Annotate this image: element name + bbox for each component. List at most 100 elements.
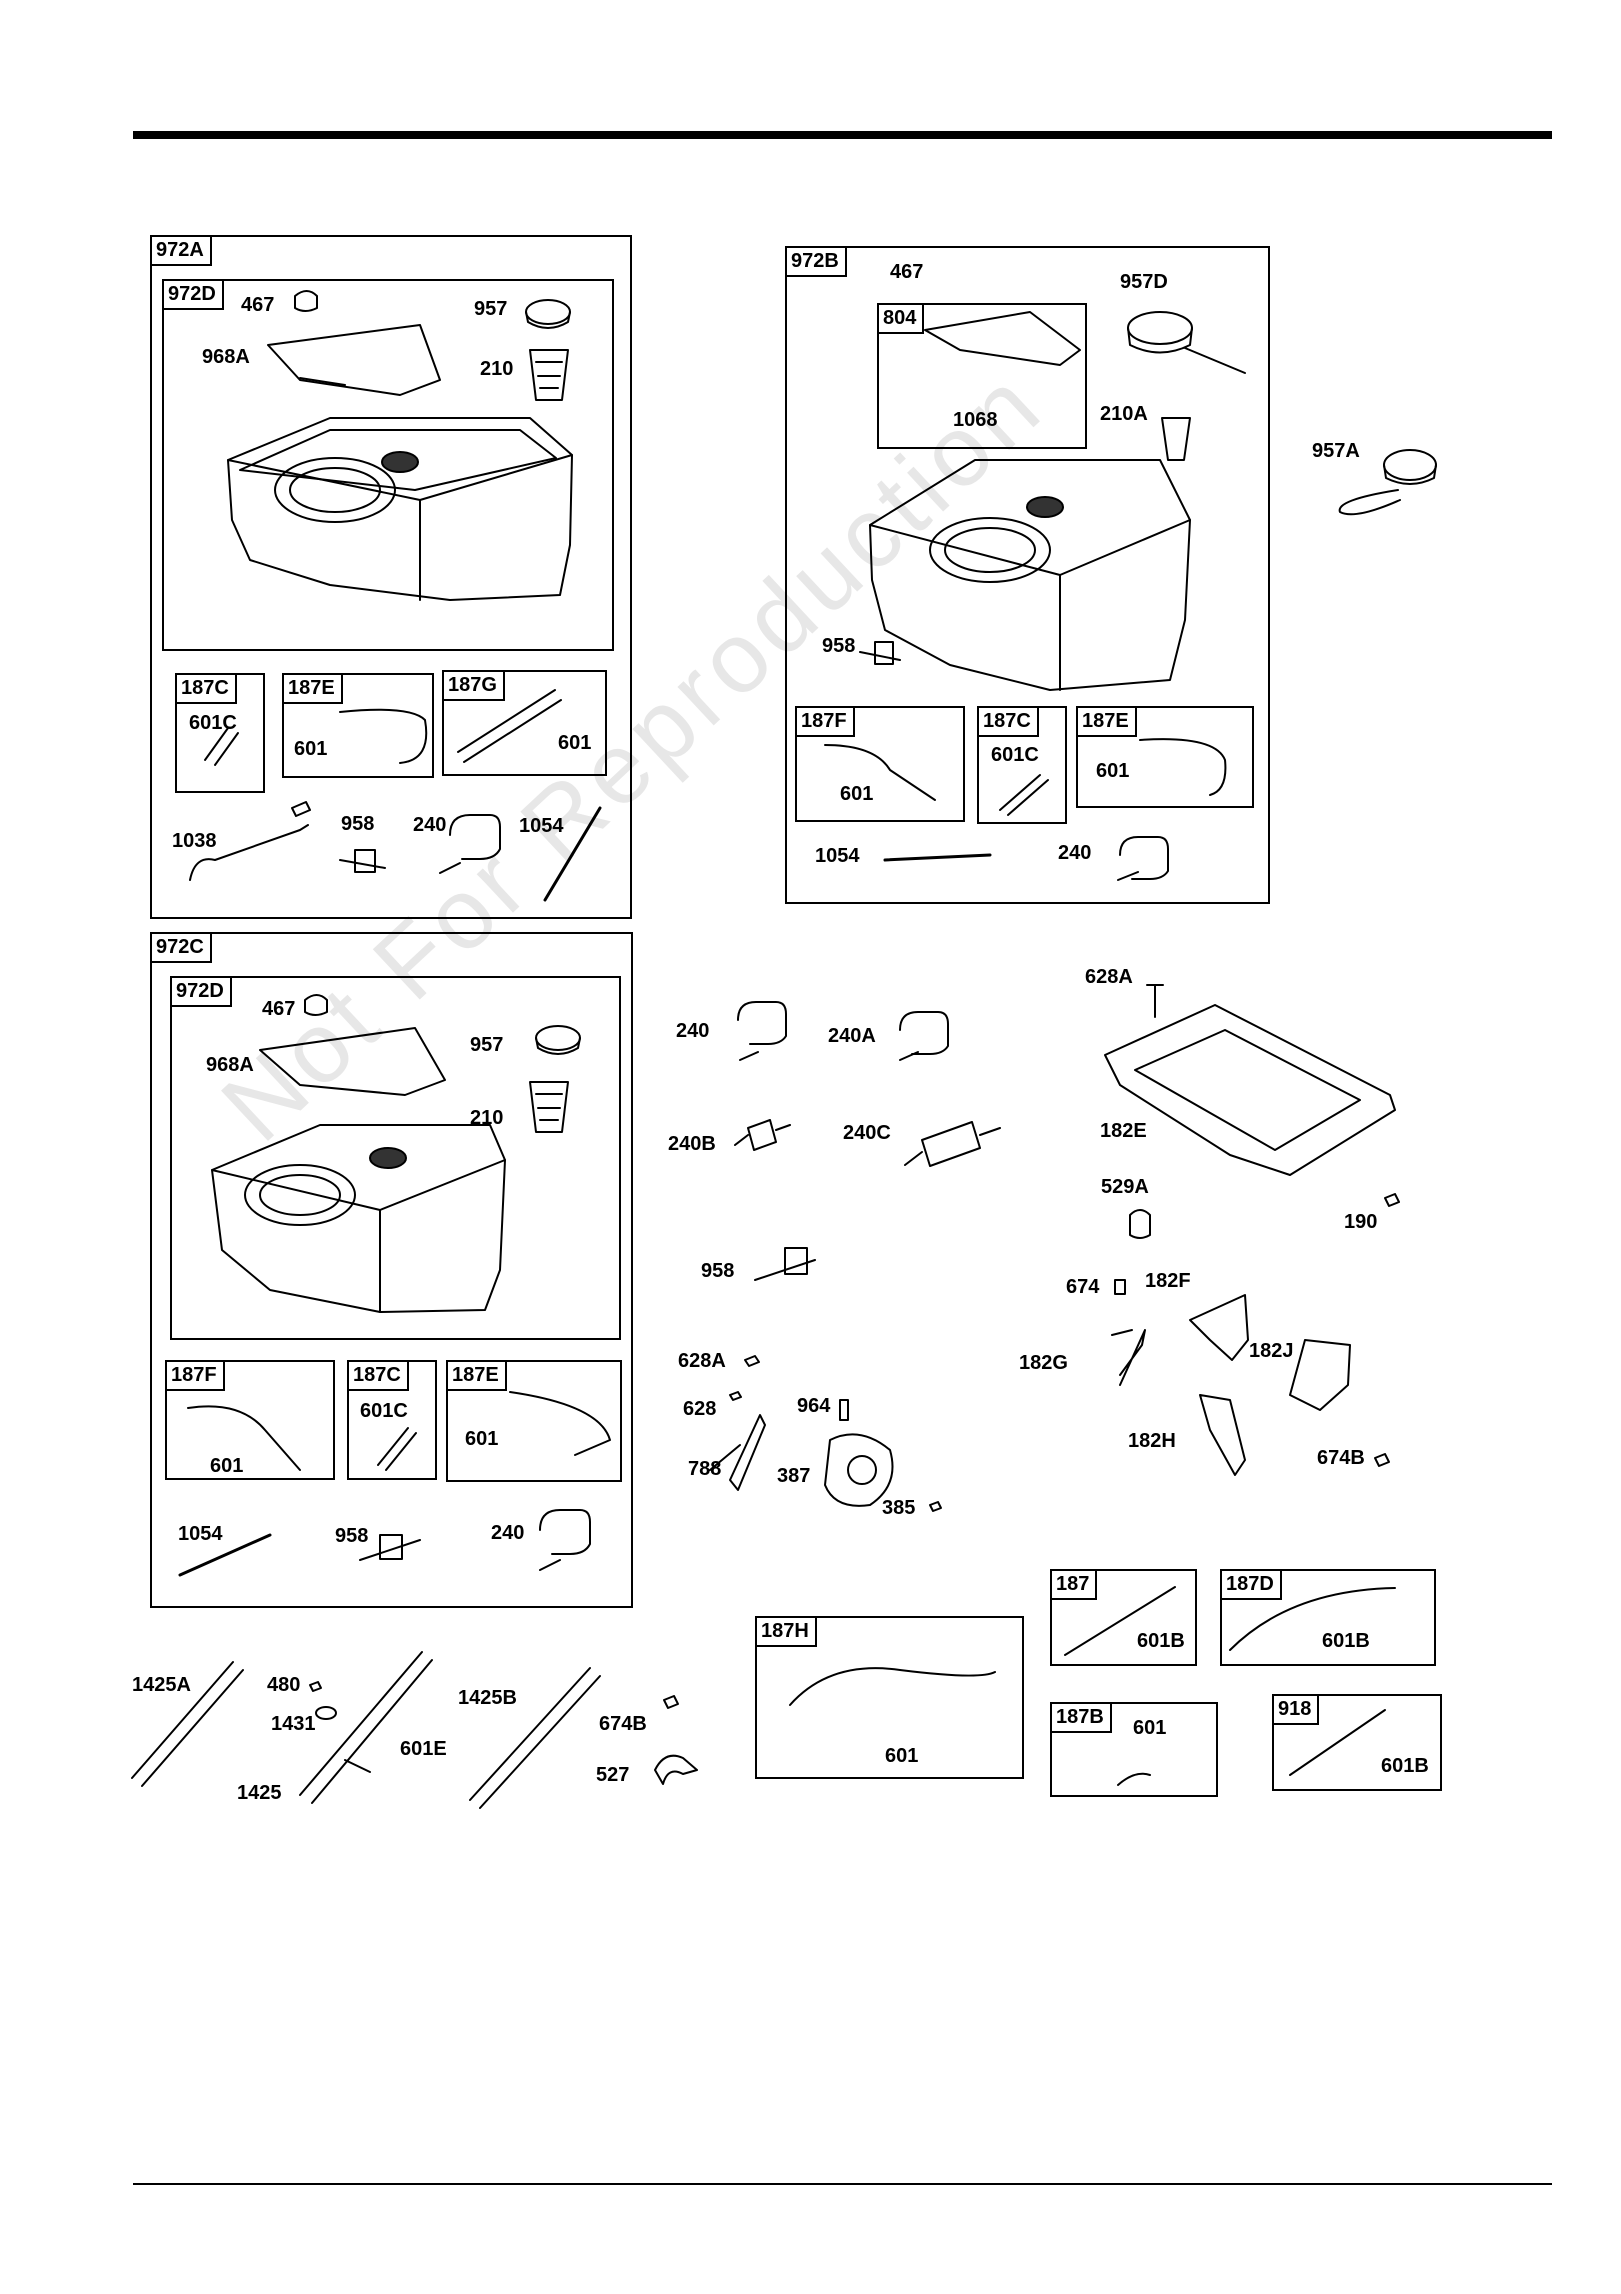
part-label: 957D [1120,271,1168,293]
part-label: 240 [413,814,447,836]
fuel-tank-icon [211,1124,506,1313]
box-972B: 972B [785,246,1270,904]
box-tag: 187E [1078,708,1137,737]
fuel-line-elbow-icon [439,814,501,874]
part-label: 182G [1019,1352,1068,1374]
part-label: 182H [1128,1430,1176,1452]
fuel-cap-icon [1338,449,1437,516]
footer-rule [133,2183,1552,2185]
box-187C-b: 187C [977,706,1067,824]
cable-tie-icon [178,1533,272,1577]
screw-icon [744,1355,760,1367]
part-label: 601C [360,1400,408,1422]
part-label: 964 [797,1395,831,1417]
part-label: 957A [1312,440,1360,462]
vent-tube-icon [839,1399,849,1421]
fuel-cap-icon [1127,311,1246,374]
part-label: 601 [840,783,874,805]
part-label: 601E [400,1738,447,1760]
box-tag: 187C [349,1362,409,1391]
fuel-valve-icon [859,641,901,665]
fuel-tube-icon [469,1667,601,1809]
box-804: 804 [877,303,1087,449]
tank-cover-icon [267,324,441,396]
part-label: 674B [1317,1447,1365,1469]
part-label: 1425 [237,1782,282,1804]
fuel-hose-icon [789,1667,996,1706]
part-label: 240 [676,1020,710,1042]
fuel-line-elbow-icon [899,1011,949,1061]
part-label: 387 [777,1465,811,1487]
box-187E-b: 187E [1076,706,1254,808]
grommet-icon [294,290,318,312]
tank-cover-icon [259,1027,446,1096]
box-187E-a: 187E [282,673,434,778]
part-label: 601C [991,744,1039,766]
fuel-valve-icon [754,1247,816,1281]
part-label: 628A [678,1350,726,1372]
part-label: 958 [335,1525,369,1547]
part-label: 1054 [178,1523,223,1545]
bracket-icon [709,1414,766,1491]
part-label: 190 [1344,1211,1378,1233]
fuel-valve-icon [339,849,386,873]
part-label: 527 [596,1764,630,1786]
fuel-line-elbow-icon [539,1509,591,1571]
fuel-filter-screen-icon [529,349,569,401]
fuel-filter-screen-icon [529,1081,569,1133]
part-label: 467 [262,998,296,1020]
inline-fuel-filter-icon [904,1121,1001,1167]
part-label: 1054 [519,815,564,837]
part-label: 601B [1322,1630,1370,1652]
box-tag: 187G [444,672,505,701]
box-tag: 972A [152,237,212,266]
part-label: 210 [480,358,514,380]
inline-fuel-filter-icon [734,1119,791,1151]
screw-icon [663,1695,679,1709]
part-label: 958 [701,1260,735,1282]
cable-tie-icon [543,806,602,902]
washer-icon [315,1706,337,1720]
fuel-tank-icon [869,459,1191,691]
bolt-icon [1146,984,1164,1018]
plug-icon [1129,1209,1151,1239]
part-label: 1054 [815,845,860,867]
fuel-hose-icon [824,744,936,801]
box-187C-a: 187C [175,673,265,793]
part-label: 674 [1066,1276,1100,1298]
mounting-frame-icon [1104,1004,1396,1176]
box-tag: 972D [164,281,224,310]
part-label: 601 [1133,1717,1167,1739]
fuel-hose-icon [1289,1709,1386,1776]
fuel-tank-icon [227,417,573,601]
part-label: 467 [890,261,924,283]
part-label: 182J [1249,1340,1294,1362]
box-tag: 187C [177,675,237,704]
part-label: 601 [210,1455,244,1477]
fuel-cap-icon [525,299,571,329]
box-tag: 972B [787,248,847,277]
part-label: 601C [189,712,237,734]
box-tag: 972D [172,978,232,1007]
box-187H: 187H [755,1616,1024,1779]
part-label: 210A [1100,403,1148,425]
fuel-hose-icon [1229,1587,1396,1651]
fuel-hose-icon [999,774,1049,816]
part-label: 1038 [172,830,217,852]
screw-icon [929,1501,942,1512]
box-tag: 187B [1052,1704,1112,1733]
box-tag: 187 [1052,1571,1098,1600]
part-label: 240A [828,1025,876,1047]
fuel-pump-diaphragm-icon [847,1455,877,1485]
fuel-hose-icon [457,689,562,763]
box-tag: 972C [152,934,212,963]
part-label: 210 [470,1107,504,1129]
box-972D-bot: 972D [170,976,621,1340]
part-label: 601B [1137,1630,1185,1652]
screw-icon [1374,1453,1390,1467]
box-tag: 918 [1274,1696,1320,1725]
fuel-hose-icon [509,1391,611,1456]
part-label: 480 [267,1674,301,1696]
part-label: 601 [1096,760,1130,782]
fuel-line-elbow-icon [1117,836,1169,881]
